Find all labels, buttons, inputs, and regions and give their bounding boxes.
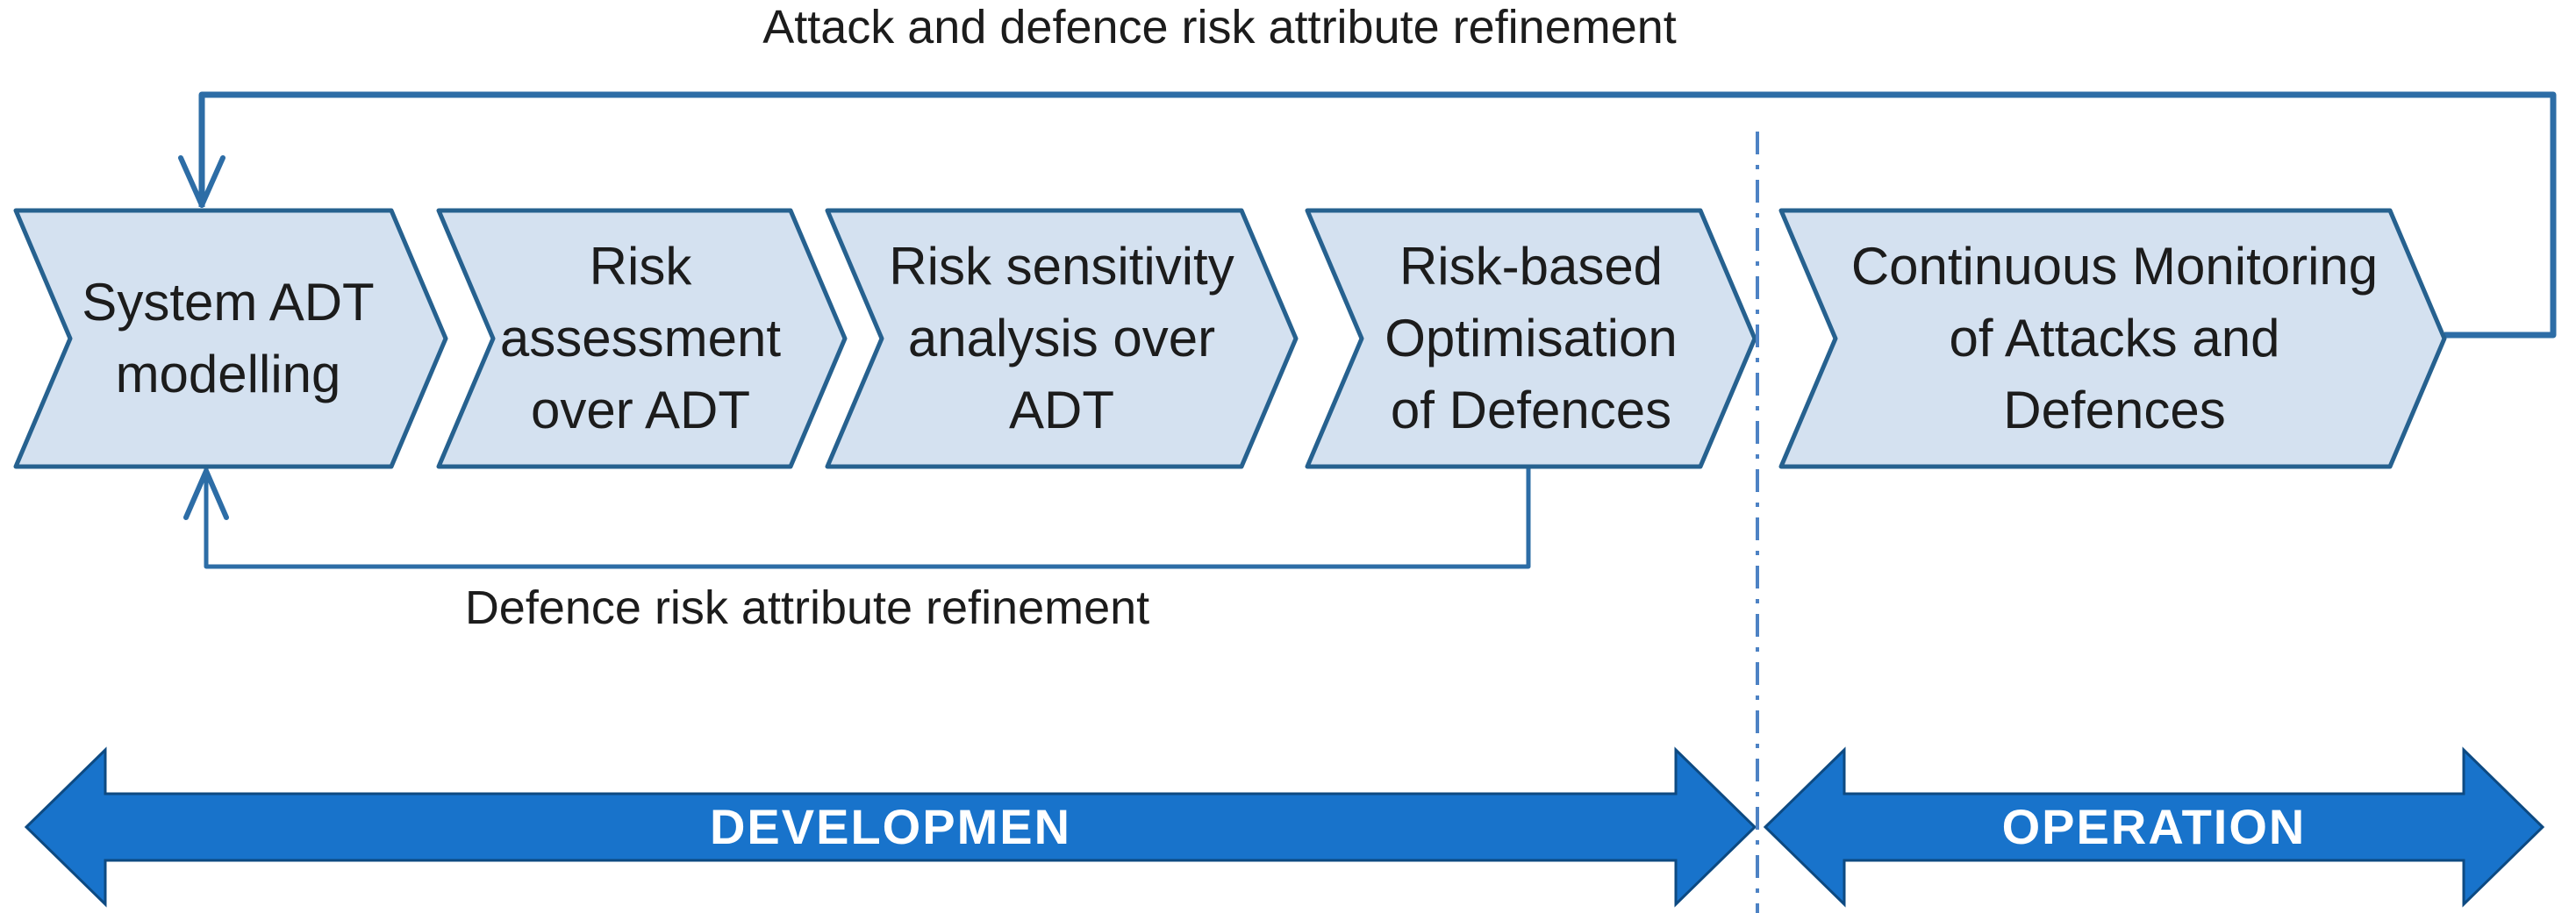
chevron-label-risk-sensitivity: Risk sensitivity analysis over ADT	[889, 237, 1234, 439]
top-feedback-label: Attack and defence risk attribute refine…	[762, 1, 1677, 53]
chevron-label-risk-assessment: Risk assessment over ADT	[499, 237, 782, 439]
chevron-shape-risk-optimisation	[1305, 208, 1757, 469]
operation-phase-arrow	[1763, 746, 2545, 908]
bottom-feedback-loop-line	[204, 468, 1531, 569]
down-arrowhead-icon	[178, 155, 225, 208]
bottom-feedback-label: Defence risk attribute refinement	[464, 581, 1150, 634]
chevron-shape-continuous-monitoring	[1778, 208, 2447, 469]
chevron-shape-risk-assessment	[436, 208, 848, 469]
chevron-label-system-adt-modelling: System ADT modelling	[82, 273, 375, 403]
chevron-shape-risk-sensitivity	[825, 208, 1299, 469]
development-phase-arrow	[24, 746, 1757, 908]
chevron-shape-system-adt-modelling	[13, 208, 448, 469]
up-arrowhead-icon	[183, 468, 229, 520]
development-phase-label: DEVELOPMEN	[709, 798, 1072, 854]
chevron-label-risk-optimisation: Risk-based Optimisation of Defences	[1385, 237, 1678, 439]
top-feedback-loop-line	[198, 91, 2557, 339]
operation-phase-label: OPERATION	[2001, 798, 2307, 854]
chevron-label-continuous-monitoring: Continuous Monitoring of Attacks and Def…	[1850, 237, 2379, 439]
